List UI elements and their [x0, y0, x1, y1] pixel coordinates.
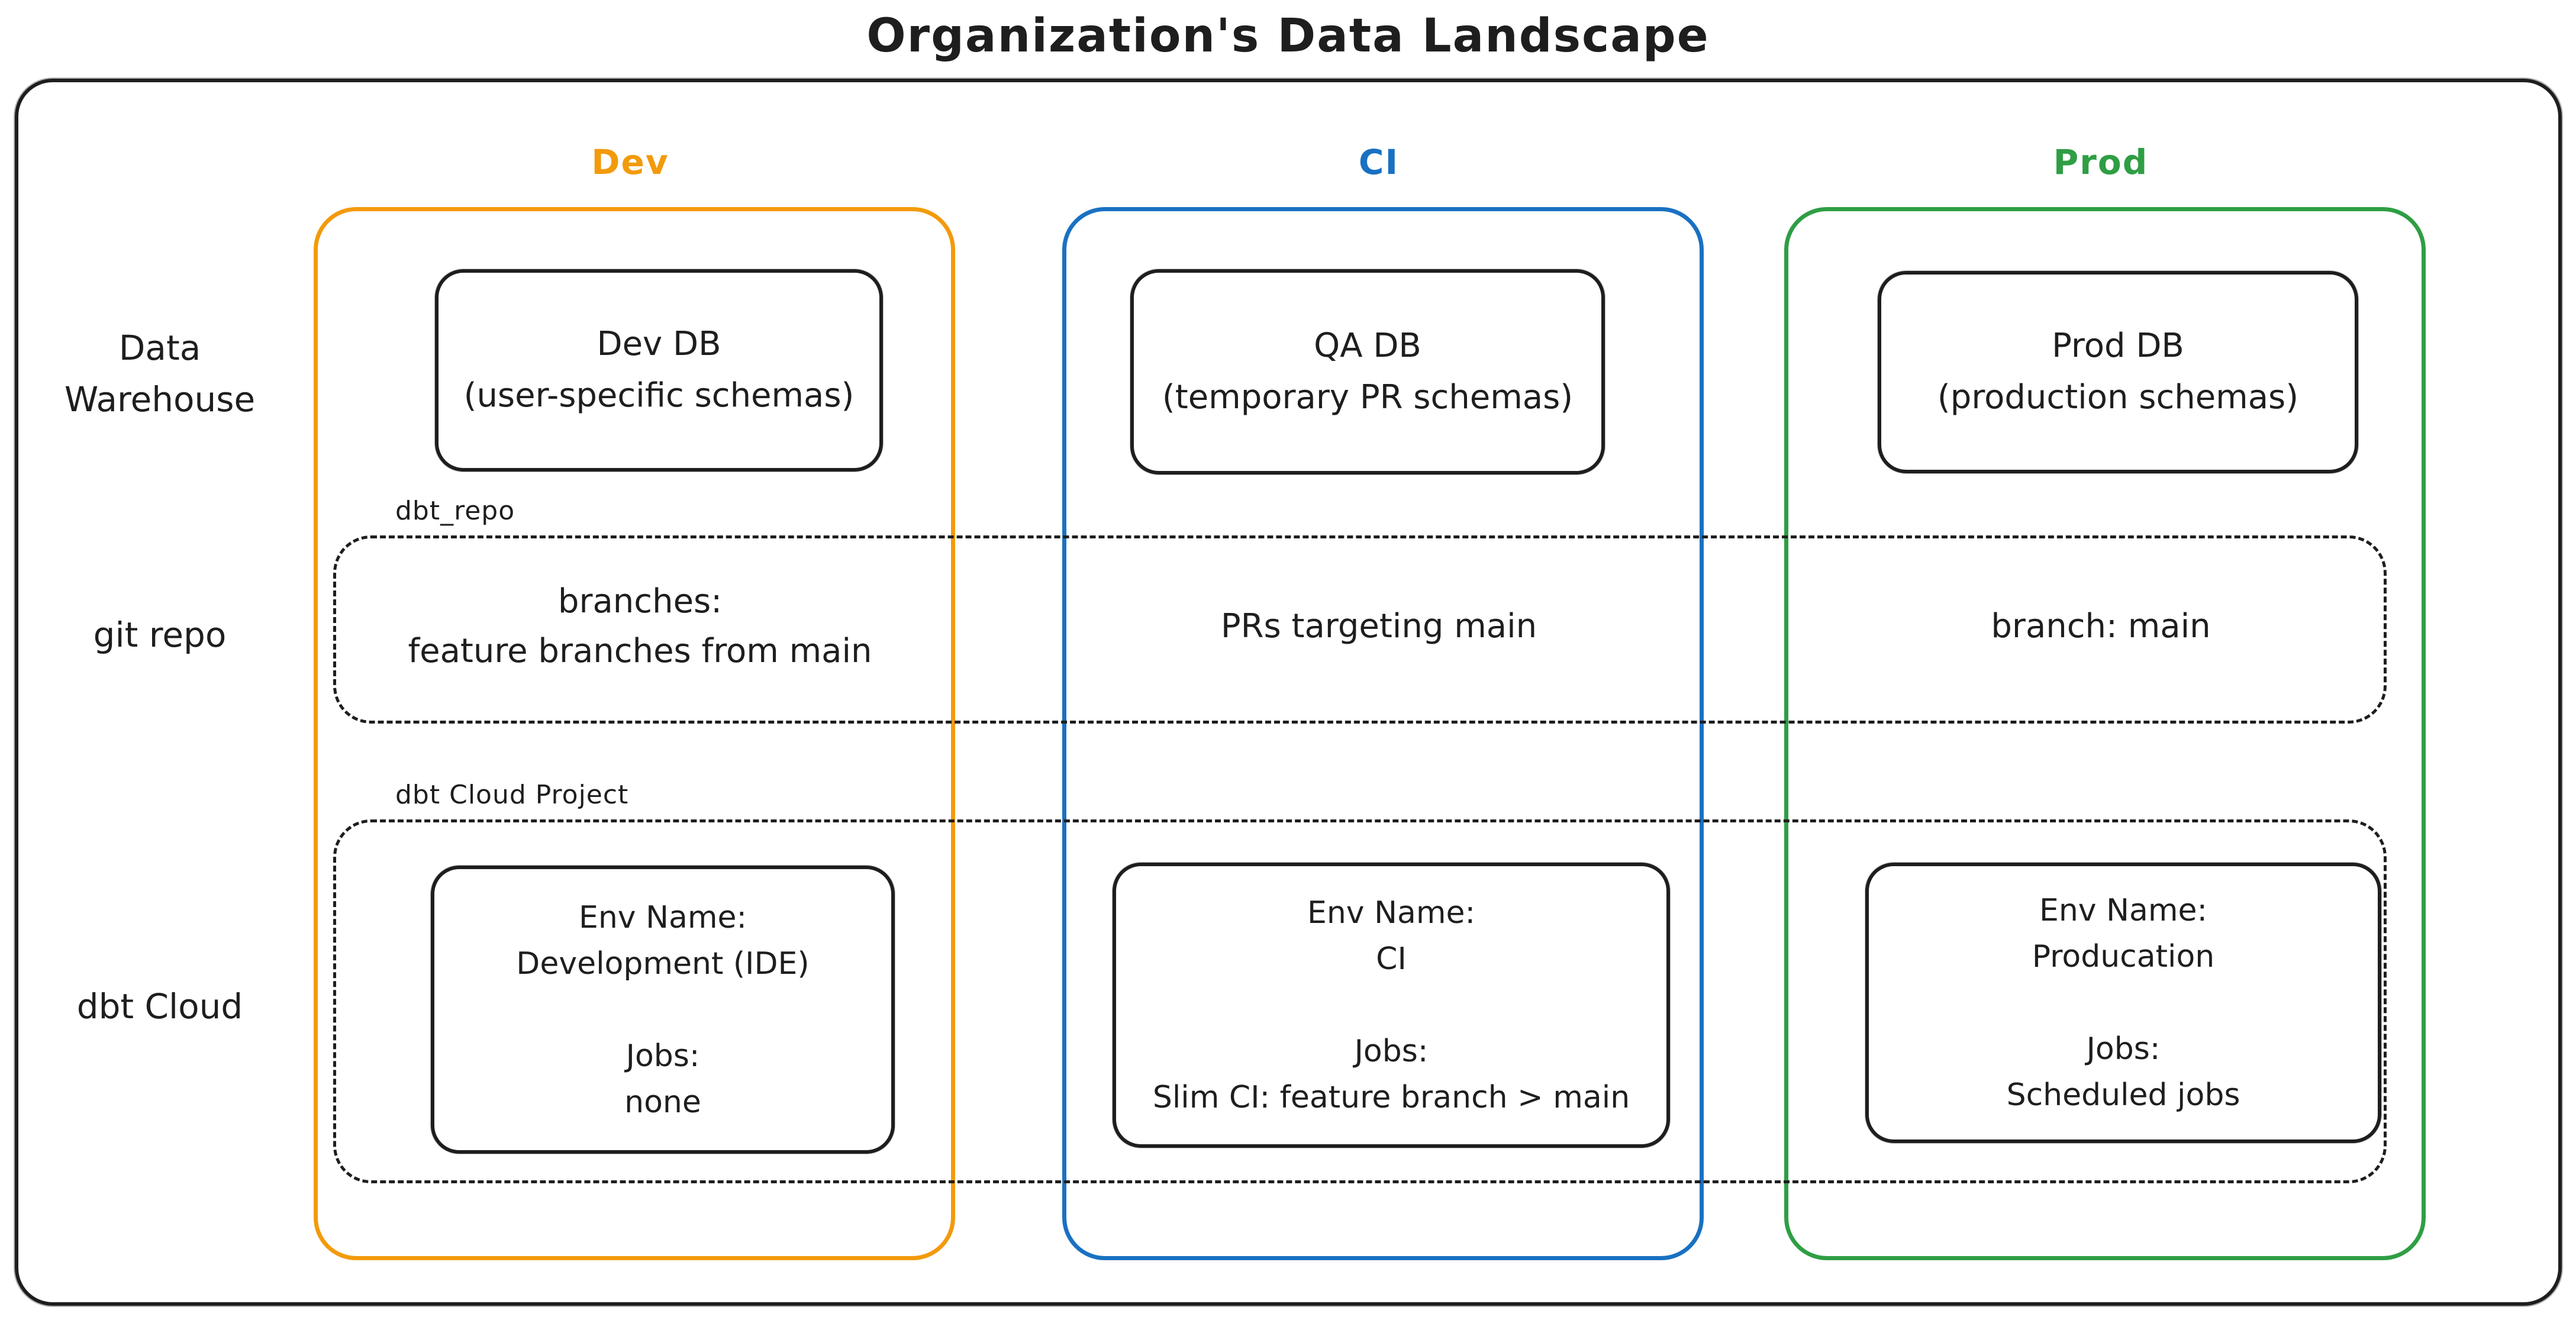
dbt-cloud-group-box — [333, 819, 2387, 1183]
git-repo-prod-text: branch: main — [1991, 607, 2211, 645]
row-label-dbt-cloud: dbt Cloud — [76, 986, 243, 1027]
qa-db-node: QA DB (temporary PR schemas) — [1130, 269, 1605, 474]
dev-db-node: Dev DB (user-specific schemas) — [435, 269, 883, 472]
dbt-env-dev-node: Env Name: Development (IDE) Jobs: none — [431, 866, 895, 1154]
column-header-ci: CI — [1358, 142, 1400, 182]
prod-db-node: Prod DB (production schemas) — [1878, 271, 2358, 473]
dbt-cloud-group-label: dbt Cloud Project — [395, 780, 629, 810]
diagram-title: Organization's Data Landscape — [866, 9, 1710, 63]
dbt-env-ci-node: Env Name: CI Jobs: Slim CI: feature bran… — [1113, 863, 1670, 1148]
row-label-data-warehouse: Data Warehouse — [64, 328, 256, 419]
column-header-prod: Prod — [2053, 142, 2149, 182]
dbt-env-prod-node: Env Name: Producation Jobs: Scheduled jo… — [1865, 863, 2381, 1143]
column-box-prod — [1784, 207, 2426, 1260]
column-header-dev: Dev — [591, 142, 669, 182]
git-repo-group-label: dbt_repo — [395, 496, 515, 526]
git-repo-dev-text: branches: feature branches from main — [408, 582, 872, 670]
row-label-git-repo: git repo — [93, 615, 227, 655]
git-repo-ci-text: PRs targeting main — [1220, 607, 1537, 645]
column-box-ci — [1062, 207, 1704, 1260]
column-box-dev — [314, 207, 955, 1260]
git-repo-group-box — [333, 535, 2387, 724]
outer-frame — [15, 79, 2562, 1306]
